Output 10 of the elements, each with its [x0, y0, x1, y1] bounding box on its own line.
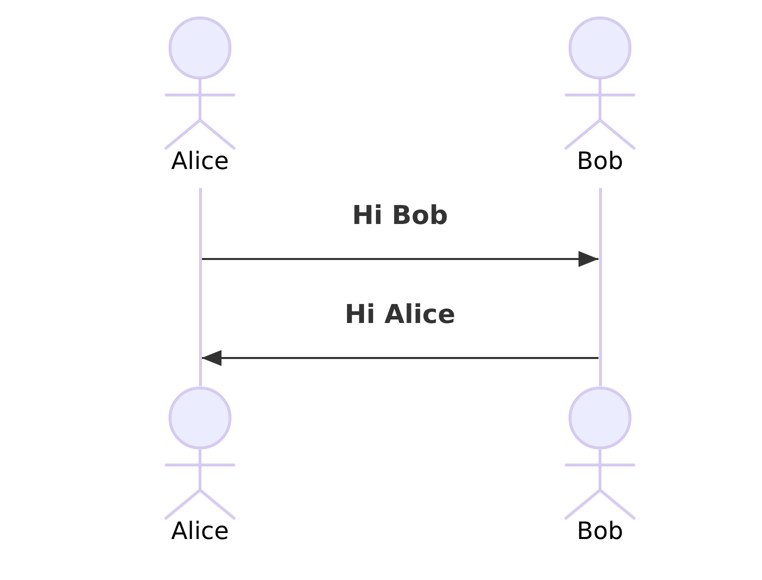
lifeline: [598, 188, 602, 386]
actor-name: Bob: [576, 147, 624, 175]
actor-name: Bob: [576, 517, 624, 545]
actor-name: Alice: [170, 517, 230, 545]
lifeline: [198, 188, 202, 386]
message-label: Hi Bob: [352, 201, 448, 231]
message-arrow: [202, 350, 598, 366]
message-label: Hi Alice: [344, 300, 456, 330]
message-arrow: [202, 251, 598, 267]
actor-name: Alice: [170, 147, 230, 175]
